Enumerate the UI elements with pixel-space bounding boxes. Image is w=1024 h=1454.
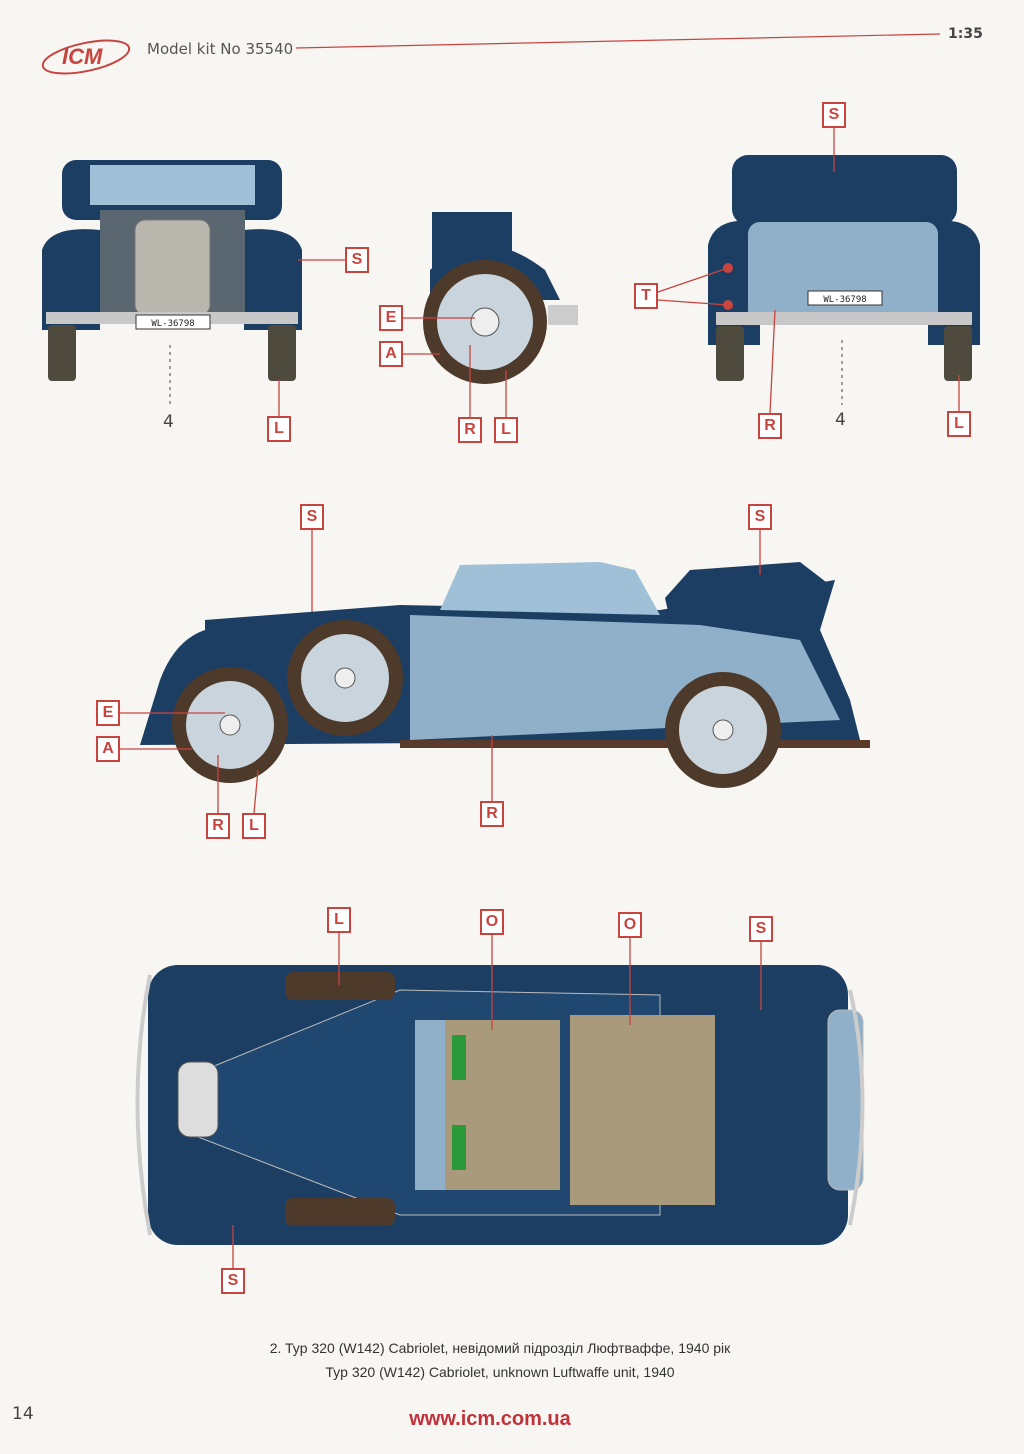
wheel-side-view xyxy=(423,212,578,384)
website-link[interactable]: www.icm.com.ua xyxy=(409,1408,571,1430)
svg-text:ICM: ICM xyxy=(62,44,103,69)
label-wheel-a: A xyxy=(379,341,403,367)
header-rule xyxy=(295,33,941,49)
label-side-e: E xyxy=(96,700,120,726)
label-top-o1: O xyxy=(480,909,504,935)
label-top-o2: O xyxy=(618,912,642,938)
label-rear-l: L xyxy=(947,411,971,437)
label-wheel-e: E xyxy=(379,305,403,331)
label-side-r: R xyxy=(206,813,230,839)
front-dimension: 4 xyxy=(163,412,174,432)
label-rear-t: T xyxy=(634,283,658,309)
label-rear-s: S xyxy=(822,102,846,128)
label-front-s: S xyxy=(345,247,369,273)
label-rear-r: R xyxy=(758,413,782,439)
leader-lines xyxy=(120,128,960,1268)
caption-ukrainian: 2. Typ 320 (W142) Cabriolet, невідомий п… xyxy=(269,1340,731,1356)
scale-label: 1:35 xyxy=(948,26,983,42)
front-view-car: WL-36798 xyxy=(42,160,302,405)
label-top-s1: S xyxy=(749,916,773,942)
label-side-r2: R xyxy=(480,801,504,827)
label-wheel-l: L xyxy=(494,417,518,443)
rear-view-car: WL-36798 xyxy=(708,155,980,405)
label-side-s2: S xyxy=(748,504,772,530)
label-side-a: A xyxy=(96,736,120,762)
kit-number: Model kit No 35540 xyxy=(147,40,294,58)
label-front-l: L xyxy=(267,416,291,442)
caption-english: Typ 320 (W142) Cabriolet, unknown Luftwa… xyxy=(325,1364,675,1380)
front-license-plate: WL-36798 xyxy=(151,319,194,329)
label-wheel-r: R xyxy=(458,417,482,443)
rear-license-plate: WL-36798 xyxy=(823,295,866,305)
top-view-car xyxy=(135,965,865,1245)
label-top-s2: S xyxy=(221,1268,245,1294)
icm-logo: ICM xyxy=(41,39,131,75)
label-top-l: L xyxy=(327,907,351,933)
label-side-l: L xyxy=(242,813,266,839)
page-number: 14 xyxy=(12,1404,34,1424)
side-view-car xyxy=(140,562,870,788)
label-side-s1: S xyxy=(300,504,324,530)
rear-dimension: 4 xyxy=(835,410,846,430)
